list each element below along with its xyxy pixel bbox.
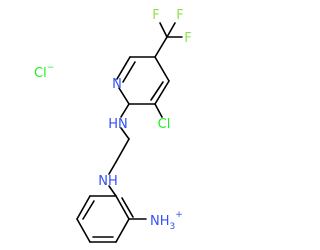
fluorine-label-top-left: F bbox=[152, 8, 159, 23]
bond-nh-ch2 bbox=[120, 127, 130, 140]
ring-chlorine-label: Cl bbox=[158, 117, 171, 132]
lower-amine-label: NH bbox=[98, 174, 118, 189]
chloride-charge: − bbox=[47, 63, 55, 73]
bond-c2-n bbox=[118, 87, 130, 105]
atom-labels: N Cl F F F HN NH NH3+ Cl− bbox=[34, 8, 192, 232]
fluorine-label-top-right: F bbox=[176, 8, 183, 23]
fluorine-label-right: F bbox=[184, 31, 191, 46]
bonds bbox=[76, 22, 183, 243]
ammonium-subscript: 3 bbox=[170, 222, 176, 232]
chloride-symbol: Cl bbox=[34, 66, 47, 81]
bond-c4-c3-double bbox=[150, 81, 164, 101]
bond-b2-b3 bbox=[115, 218, 130, 243]
bond-ch2-nh-lower bbox=[108, 161, 117, 175]
bond-ch2-ch2 bbox=[115, 138, 130, 163]
bond-c5-cf3 bbox=[154, 36, 168, 58]
ammonium-nh-label: NH bbox=[150, 214, 170, 229]
bond-c3-cl bbox=[154, 103, 163, 118]
ammonium-label: NH3 + bbox=[150, 210, 183, 232]
chloride-counterion: Cl− bbox=[34, 63, 54, 81]
bond-b1-b2 bbox=[115, 195, 130, 220]
bond-b5-b6-double bbox=[82, 200, 95, 220]
structure-canvas: N Cl F F F HN NH NH3+ Cl− bbox=[34, 8, 192, 243]
upper-amine-label: HN bbox=[108, 117, 128, 132]
bond-cf3-f-top-left bbox=[159, 22, 168, 38]
bond-c4-c3 bbox=[154, 80, 170, 105]
bond-b4-b5 bbox=[76, 218, 91, 243]
bond-b1-b2-double bbox=[121, 197, 134, 218]
bond-b5-b6 bbox=[76, 195, 91, 220]
bond-cf3-f-top-right bbox=[166, 22, 176, 38]
bond-c5-c4 bbox=[154, 56, 170, 82]
bond-n-c6-double bbox=[122, 61, 136, 83]
molecule-drawing: N Cl F F F HN NH NH3+ Cl− bbox=[34, 8, 192, 243]
ammonium-charge: + bbox=[175, 210, 183, 220]
bond-n-c6 bbox=[116, 56, 131, 80]
bond-c2-nh bbox=[120, 103, 130, 118]
bond-nh-c1-benzene bbox=[108, 185, 117, 197]
pyridine-nitrogen-label: N bbox=[112, 77, 122, 92]
